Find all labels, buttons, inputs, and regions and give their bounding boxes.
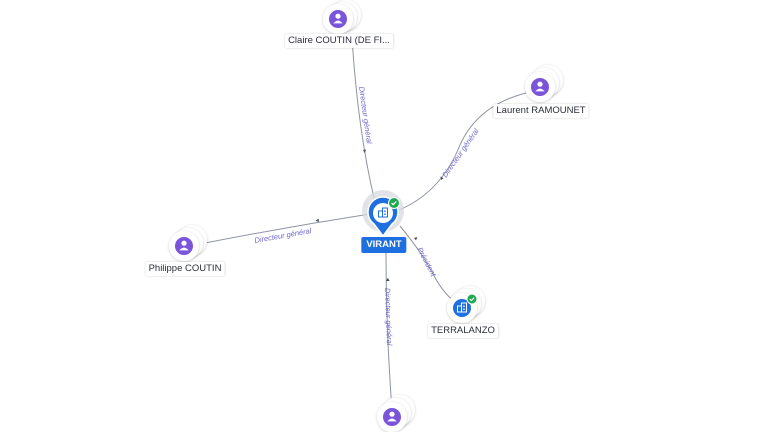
building-icon <box>457 302 467 313</box>
check-badge-icon <box>388 197 400 209</box>
edge-bottom <box>385 251 393 411</box>
person-icon <box>329 10 347 28</box>
building-icon <box>378 207 388 218</box>
center-label[interactable]: VIRANT <box>361 237 407 253</box>
node-label-laurent[interactable]: Laurent RAMOUNET <box>493 104 589 118</box>
node-label-philippe[interactable]: Philippe COUTIN <box>145 262 225 276</box>
node-laurent[interactable] <box>525 65 563 102</box>
node-philippe[interactable] <box>169 225 207 261</box>
node-bottom[interactable] <box>377 395 415 432</box>
node-label-terralanzo[interactable]: TERRALANZO <box>428 324 498 338</box>
person-icon <box>175 237 193 255</box>
node-label-claire[interactable]: Claire COUTIN (DE FI... <box>285 34 393 48</box>
person-icon <box>531 78 549 96</box>
node-terralanzo[interactable] <box>447 286 485 323</box>
arrow-claire <box>363 149 366 154</box>
edge-label-laurent: Directeur général <box>440 127 481 180</box>
edge-philippe <box>189 213 371 247</box>
edge-claire <box>351 37 375 199</box>
edge-label-bottom: Directeur général <box>383 288 394 346</box>
center-node[interactable] <box>362 190 404 238</box>
check-badge-icon <box>466 293 478 305</box>
edge-laurent <box>393 89 541 213</box>
edge-label-terralanzo: Président <box>415 246 438 279</box>
edge-terralanzo <box>399 225 456 303</box>
arrow-philippe <box>315 218 319 222</box>
arrow-terralanzo <box>414 237 418 241</box>
arrow-bottom <box>386 277 390 281</box>
node-claire[interactable] <box>323 0 361 34</box>
person-icon <box>383 408 401 426</box>
arrow-laurent <box>440 176 444 180</box>
